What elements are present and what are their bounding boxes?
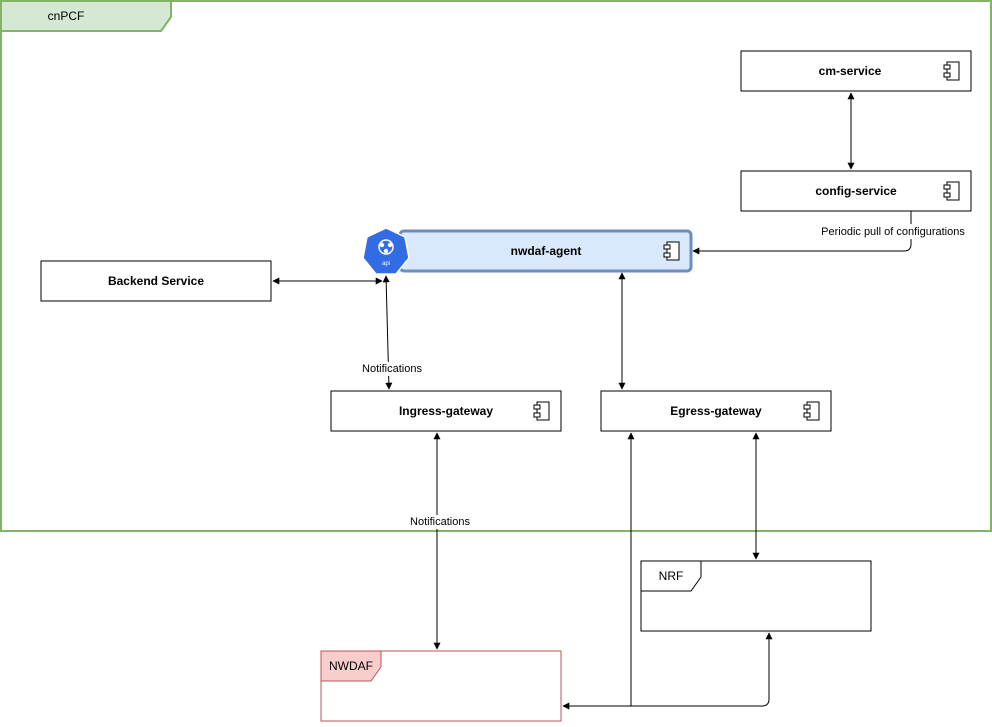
nrf-label: NRF xyxy=(659,569,684,583)
edge-labels: Periodic pull of configurations Notifica… xyxy=(360,224,968,529)
nwdaf-agent-box[interactable]: nwdaf-agent xyxy=(398,229,693,273)
config-service-box[interactable]: config-service xyxy=(740,170,972,212)
cnpcf-frame: cnPCF xyxy=(0,0,992,532)
ingress-gateway-box[interactable]: Ingress-gateway xyxy=(330,390,562,432)
edge-label-notifications-lower: Notifications xyxy=(410,516,470,528)
cm-service-label: cm-service xyxy=(819,64,882,78)
nwdaf-agent-label: nwdaf-agent xyxy=(511,244,582,258)
nrf-frame[interactable]: NRF xyxy=(640,560,872,632)
nwdaf-frame[interactable]: NWDAF xyxy=(320,650,562,722)
cm-service-box[interactable]: cm-service xyxy=(740,50,972,92)
edge-label-periodic-pull: Periodic pull of configurations xyxy=(821,226,965,238)
nwdaf-label: NWDAF xyxy=(329,659,373,673)
config-service-label: config-service xyxy=(815,184,897,198)
edge-label-notifications-upper: Notifications xyxy=(362,363,422,375)
edge-nwdaf-nrf xyxy=(562,632,773,710)
api-icon-caption: api xyxy=(382,261,390,267)
egress-gateway-label: Egress-gateway xyxy=(670,404,762,418)
egress-gateway-box[interactable]: Egress-gateway xyxy=(600,390,832,432)
cnpcf-frame-label: cnPCF xyxy=(48,9,85,23)
backend-service-box[interactable]: Backend Service xyxy=(40,260,272,302)
cnpcf-frame-tab xyxy=(0,0,172,32)
backend-service-label: Backend Service xyxy=(108,274,204,288)
cnpcf-frame-border xyxy=(0,0,992,532)
api-icon: api xyxy=(362,227,410,275)
edge-config-agent xyxy=(692,211,912,255)
ingress-gateway-label: Ingress-gateway xyxy=(399,404,493,418)
